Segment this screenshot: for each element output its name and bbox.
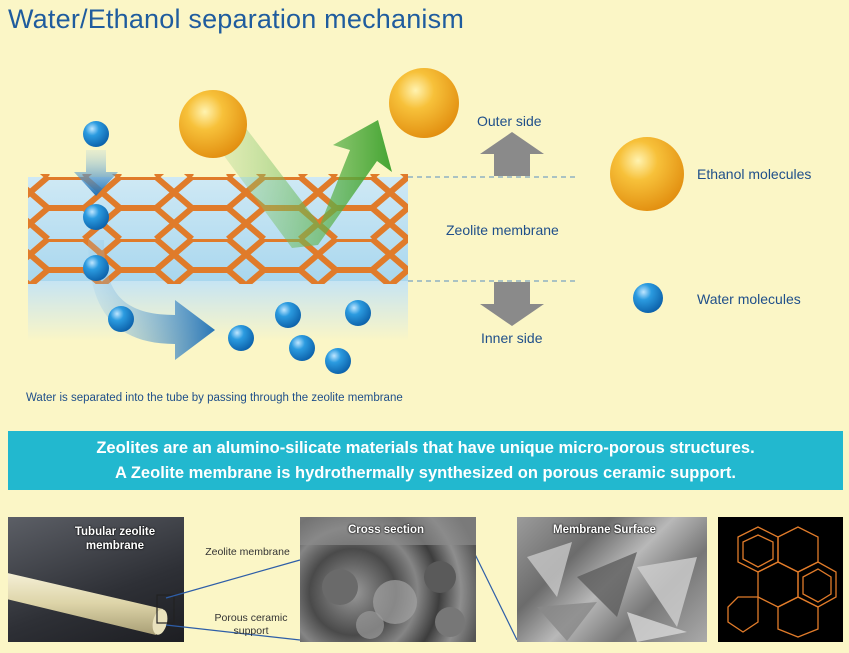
- water-legend-label: Water molecules: [697, 291, 801, 307]
- water-molecule: [83, 255, 109, 281]
- outer-side-label: Outer side: [477, 113, 542, 129]
- tube-photo-label: Tubular zeolite membrane: [74, 526, 156, 552]
- ethanol-legend-label: Ethanol molecules: [697, 166, 812, 182]
- water-molecule: [325, 348, 351, 374]
- zeolite-framework-image: [718, 517, 843, 642]
- tube-illustration: [8, 573, 175, 635]
- ethanol-path-arrow: [205, 110, 392, 248]
- water-molecule: [83, 204, 109, 230]
- water-molecule: [275, 302, 301, 328]
- porous-support-label: Porous ceramic support: [214, 612, 288, 637]
- cross-section-label: Cross section: [348, 524, 425, 536]
- water-down-arrow: [74, 150, 118, 196]
- water-molecule: [83, 121, 109, 147]
- inner-region: [28, 281, 408, 341]
- banner-line-1: Zeolites are an alumino-silicate materia…: [96, 439, 755, 457]
- diagram-caption: Water is separated into the tube by pass…: [26, 392, 403, 404]
- water-molecule: [289, 335, 315, 361]
- info-banner: Zeolites are an alumino-silicate materia…: [8, 431, 843, 490]
- ethanol-molecule: [179, 90, 247, 158]
- ethanol-legend-icon: [610, 137, 684, 211]
- outer-direction-arrow: [480, 132, 544, 176]
- water-molecule: [228, 325, 254, 351]
- membrane-surface-image: [517, 517, 707, 642]
- zeolite-membrane-photo-label: Zeolite membrane: [205, 546, 290, 558]
- inner-side-label: Inner side: [481, 330, 543, 346]
- water-molecule: [345, 300, 371, 326]
- membrane-surface-label: Membrane Surface: [553, 524, 656, 536]
- membrane-diagram: [28, 68, 684, 374]
- tube-photo: [8, 517, 184, 642]
- water-path-arrow: [88, 240, 215, 360]
- cross-section-image: [300, 517, 476, 642]
- page-title: Water/Ethanol separation mechanism: [8, 4, 465, 34]
- ethanol-molecule: [389, 68, 459, 138]
- inner-direction-arrow: [480, 282, 544, 326]
- zeolite-membrane-label: Zeolite membrane: [446, 222, 559, 238]
- banner-line-2: A Zeolite membrane is hydrothermally syn…: [114, 464, 737, 482]
- water-molecule: [108, 306, 134, 332]
- water-legend-icon: [633, 283, 663, 313]
